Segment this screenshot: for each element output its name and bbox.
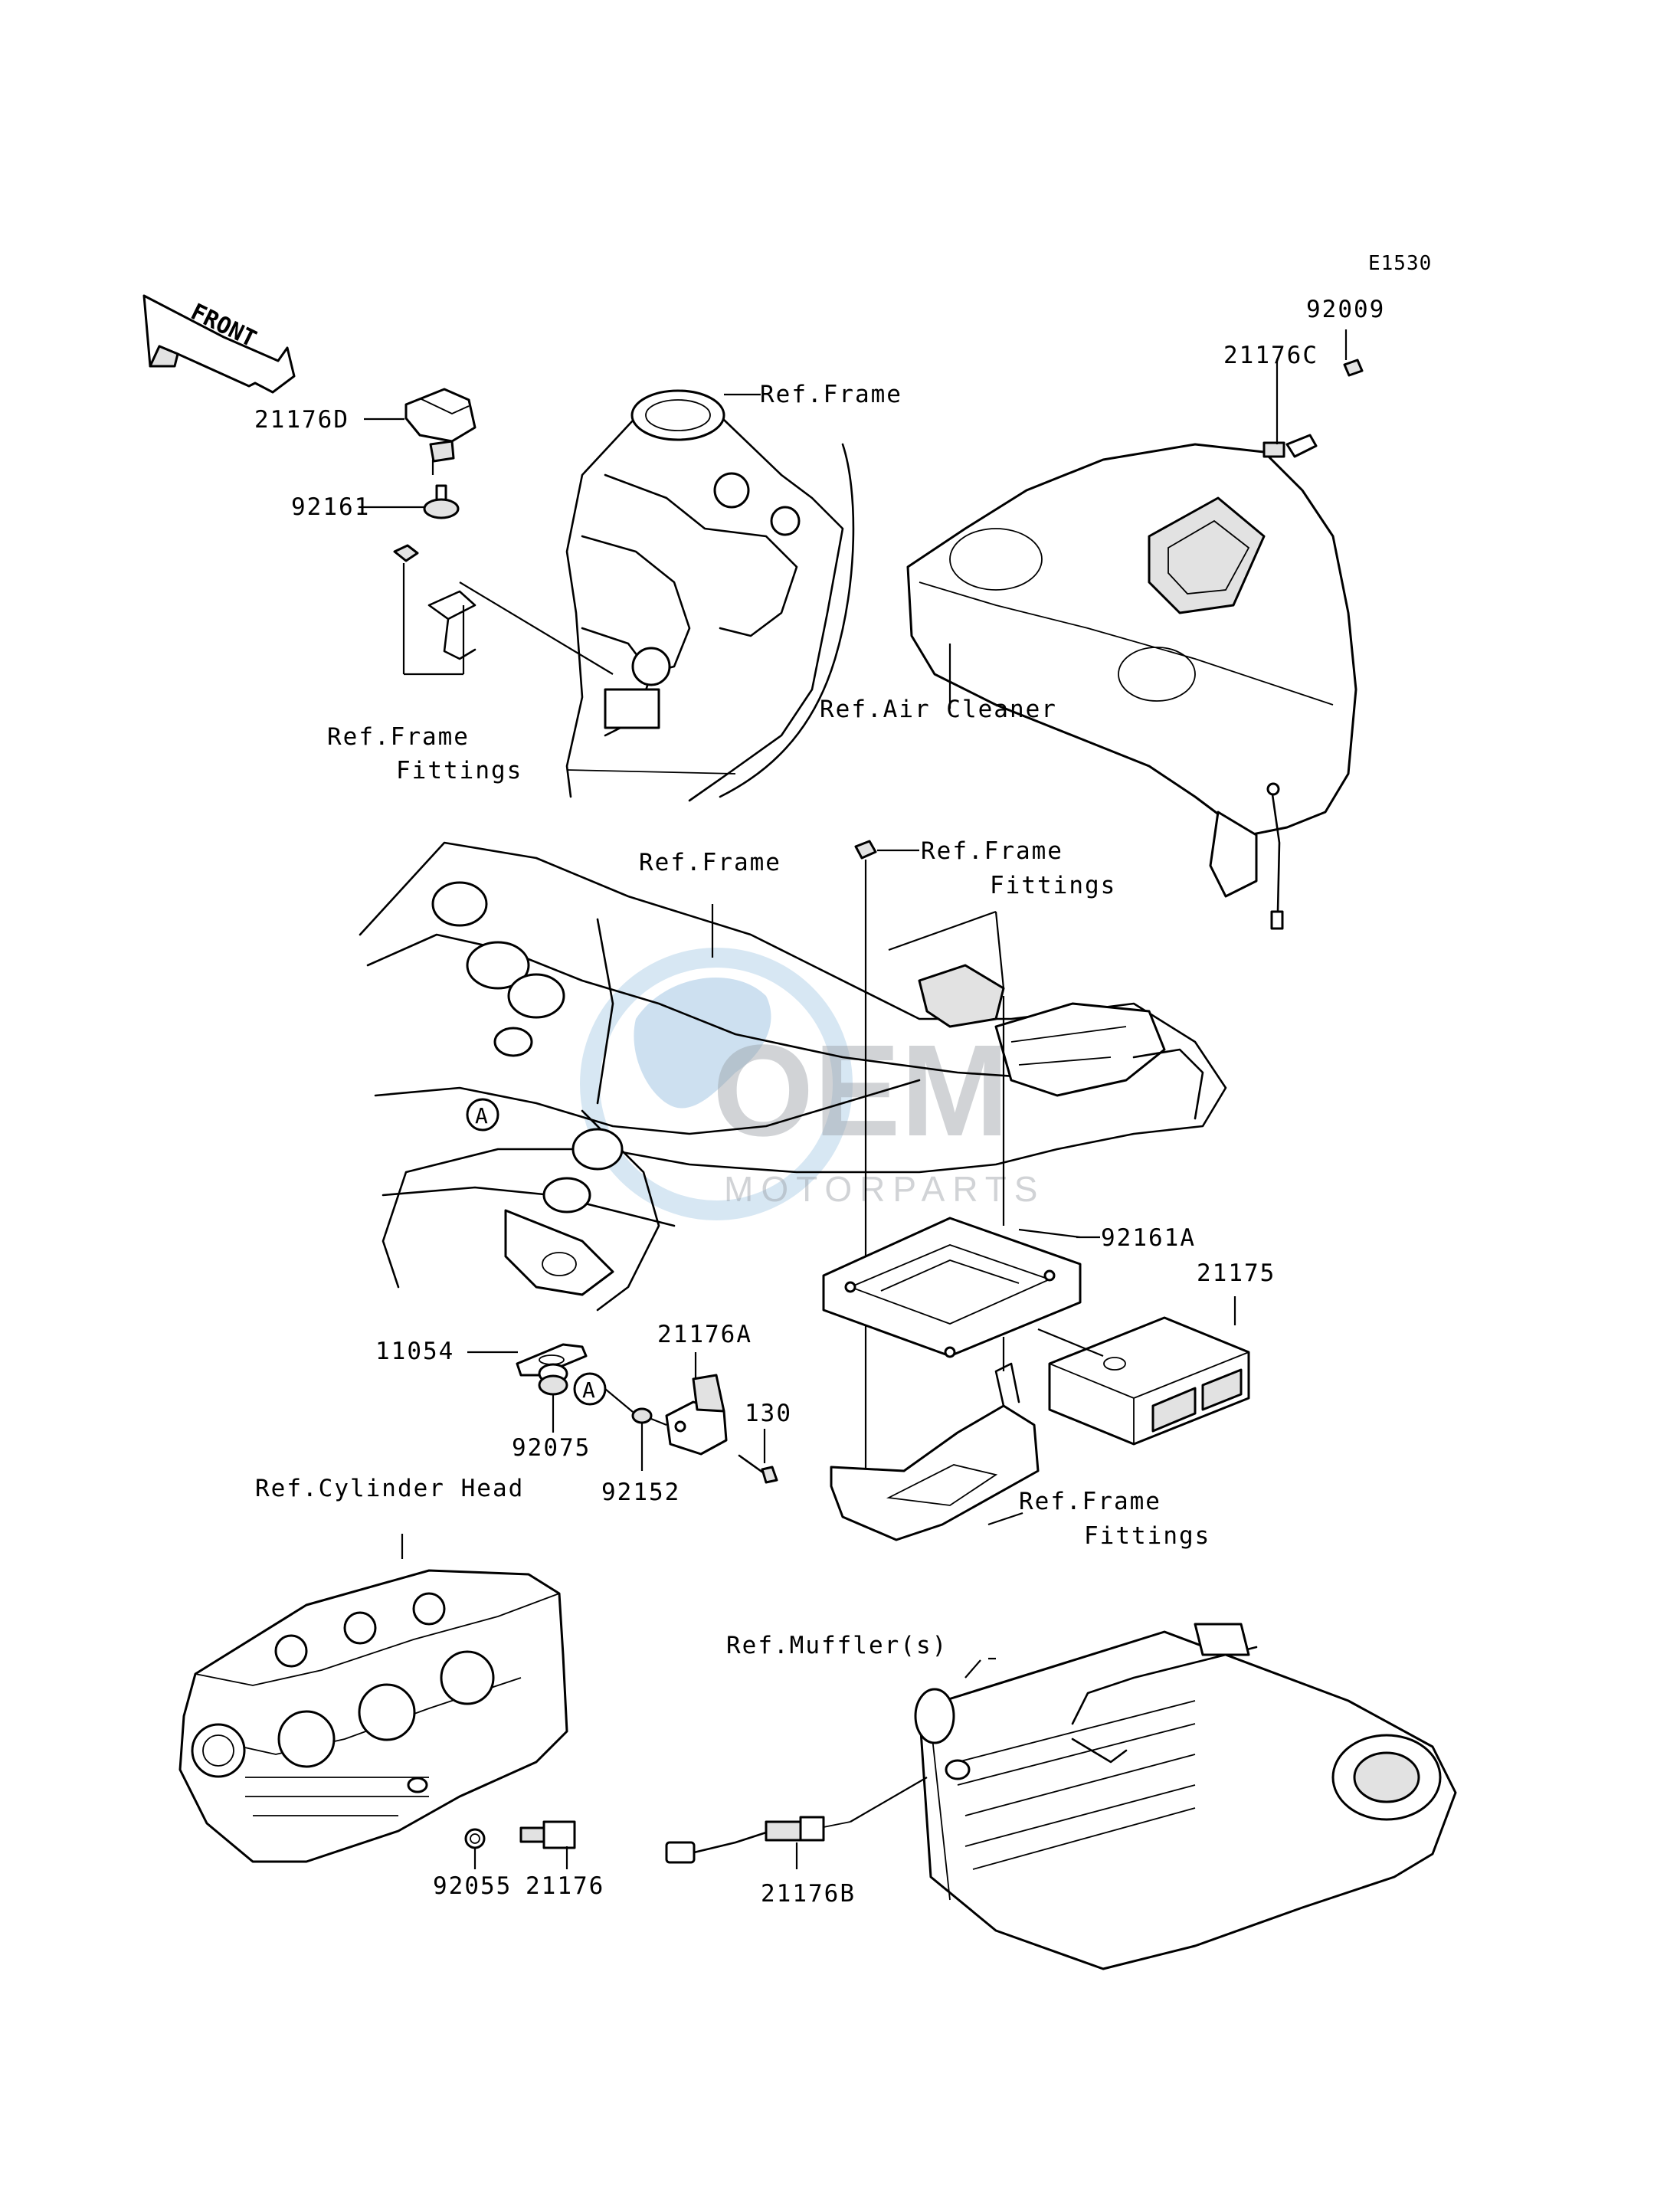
ref-frame-fittings-bottom-line1: Ref.Frame: [1019, 1488, 1161, 1515]
ref-frame-fittings-bottom-line2: Fittings: [1084, 1522, 1210, 1550]
ref-frame-fittings-left-line1: Ref.Frame: [327, 723, 470, 751]
washer-92152: [631, 1407, 653, 1424]
ref-frame-top: Ref.Frame: [760, 381, 902, 408]
grommet-92161: [423, 484, 460, 519]
callout-21176: 21176: [526, 1872, 604, 1900]
ref-frame-fittings-top-line2: Fittings: [990, 872, 1116, 899]
callout-92152: 92152: [601, 1479, 680, 1506]
front-arrow-icon: FRONT: [142, 294, 296, 394]
callout-92009: 92009: [1306, 296, 1385, 323]
callout-21176d: 21176D: [254, 406, 349, 434]
washer-92055: [464, 1828, 486, 1849]
marker-a-top: A: [466, 1098, 499, 1132]
watermark: OEM MOTORPARTS: [580, 948, 1045, 1220]
frame-head-section: [565, 389, 855, 802]
marker-a-top-label: A: [475, 1103, 488, 1128]
callout-21176c: 21176C: [1223, 342, 1318, 369]
callout-92055: 92055: [433, 1872, 512, 1900]
callout-21176a: 21176A: [657, 1321, 752, 1348]
leader-lines: [359, 329, 1348, 1869]
ref-muffler: Ref.Muffler(s): [726, 1632, 948, 1659]
callout-92161a: 92161A: [1101, 1224, 1196, 1252]
ref-frame-mid: Ref.Frame: [639, 849, 781, 876]
watermark-oem-text: OEM: [712, 1018, 1009, 1164]
ecu-bracket-92161a: [822, 1217, 1082, 1358]
ref-frame-fittings-left-line2: Fittings: [396, 757, 522, 784]
bolt-92009: [1343, 359, 1364, 377]
reference-labels: Ref.Frame Ref.Frame Fittings Ref.Air Cle…: [255, 381, 1210, 1659]
muffler: [914, 1623, 1457, 1970]
gasket-11054: [516, 1343, 588, 1377]
watermark-motorparts-text: MOTORPARTS: [724, 1169, 1045, 1209]
o2-sensor-21176b: [665, 1816, 851, 1864]
bolt-130: [738, 1454, 778, 1484]
callout-21176b: 21176B: [761, 1880, 856, 1908]
callout-130: 130: [745, 1400, 792, 1427]
marker-a-bottom-label: A: [582, 1377, 595, 1403]
marker-a-bottom: A: [573, 1372, 607, 1406]
sensor-21176d: [404, 388, 476, 463]
sensor-21176c: [1262, 434, 1318, 458]
bolt-bracket-left: [393, 544, 476, 660]
callout-92161: 92161: [291, 493, 370, 521]
air-cleaner: [906, 443, 1357, 930]
bolt-frame-fittings-top: [854, 840, 877, 1502]
sensor-21176a: [665, 1374, 728, 1456]
sensor-21176: [519, 1820, 576, 1849]
ref-cylinder-head: Ref.Cylinder Head: [255, 1475, 524, 1502]
diagram-code: E1530: [1368, 252, 1432, 275]
lower-ecu-mount: [830, 1362, 1040, 1541]
plug-92075: [538, 1363, 568, 1396]
cylinder-head: [178, 1569, 568, 1863]
main-frame: [359, 841, 1227, 1312]
callout-92075: 92075: [512, 1434, 591, 1462]
ref-air-cleaner: Ref.Air Cleaner: [820, 696, 1057, 723]
ref-frame-fittings-top-line1: Ref.Frame: [921, 837, 1063, 865]
callout-11054: 11054: [375, 1338, 454, 1365]
callout-labels: 21176D 92161 92009 21176C 92161A 21175 1…: [254, 296, 1385, 1908]
callout-21175: 21175: [1197, 1259, 1276, 1287]
ecu-21175: [1048, 1316, 1250, 1446]
